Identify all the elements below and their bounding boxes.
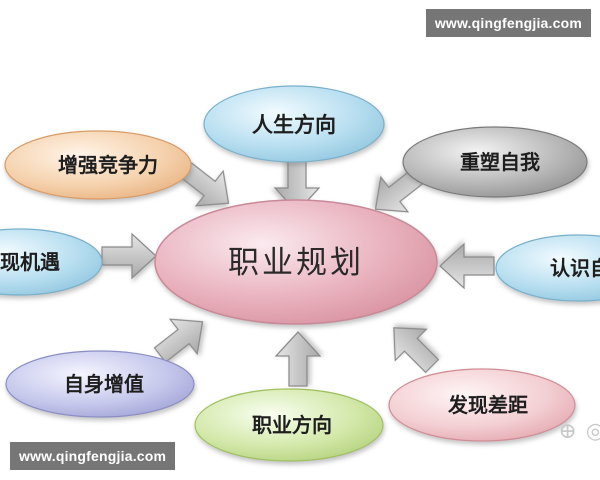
- logo-fragment: ⊕ ◎: [558, 419, 600, 444]
- node-career-direction-label: 职业方向: [252, 413, 332, 437]
- node-life-direction-label: 人生方向: [252, 113, 336, 137]
- arrow-bottom-left: [153, 318, 204, 363]
- arrow-bottom-right: [393, 327, 440, 374]
- arrow-left: [101, 232, 157, 280]
- node-self-value-label: 自身增值: [64, 372, 144, 396]
- arrow-bottom: [274, 331, 322, 387]
- node-self-value: [5, 350, 195, 418]
- watermark-bottom: www.qingfengjia.com: [10, 442, 176, 470]
- node-know-self-label: 认识自: [550, 256, 600, 280]
- node-competitiveness: [4, 130, 192, 200]
- node-find-gap-label: 发现差距: [447, 393, 528, 417]
- arrow-top-left: [179, 162, 230, 207]
- center-node: [154, 199, 438, 325]
- node-competitiveness-label: 增强竞争力: [58, 153, 158, 177]
- node-reshape-self: [402, 126, 588, 198]
- node-reshape-self-label: 重塑自我: [460, 150, 540, 174]
- center-label: 职业规划: [228, 245, 364, 281]
- node-know-self: [495, 234, 600, 302]
- node-career-direction: [194, 388, 384, 462]
- arrow-right: [439, 242, 495, 290]
- node-find-gap: [388, 368, 576, 442]
- node-face-opportunity-label: 现机遇: [0, 250, 60, 274]
- node-face-opportunity: [0, 228, 103, 296]
- watermark-top: www.qingfengjia.com: [425, 9, 591, 37]
- node-life-direction: [203, 85, 385, 163]
